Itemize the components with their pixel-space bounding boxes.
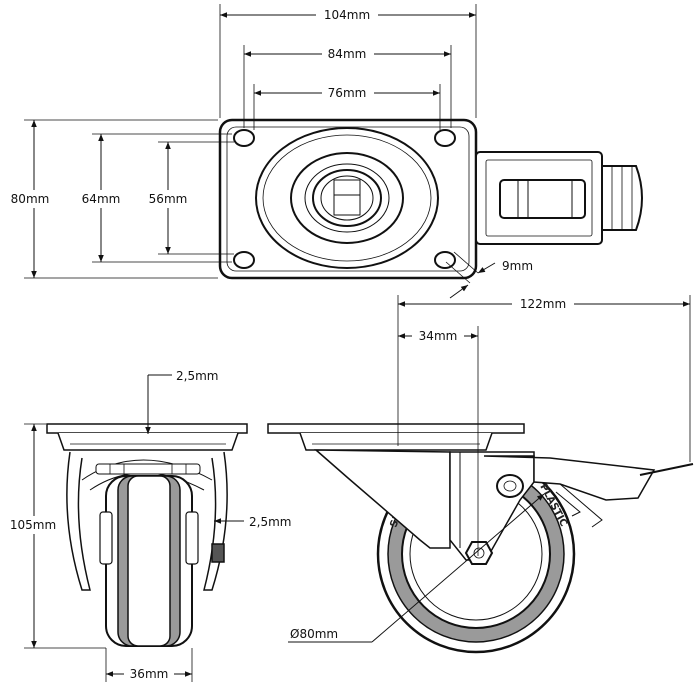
front-view: 2,5mm 2,5mm 105mm 36mm (4, 369, 291, 682)
dim-105: 105mm (10, 518, 56, 532)
dim-84: 84mm (328, 47, 367, 61)
dim-122: 122mm (520, 297, 566, 311)
side-plate (267, 423, 525, 434)
swivel-bearing (255, 127, 439, 269)
dim-76: 76mm (328, 86, 367, 100)
dim-80: 80mm (11, 192, 50, 206)
side-view: SKYE PLASTIC 122mm 34mm (267, 295, 694, 654)
dim-diameter-80: Ø80mm (290, 627, 338, 641)
brake-lever (483, 455, 694, 528)
brake-pedal-top (475, 151, 643, 245)
front-plate (46, 423, 248, 434)
dim-2-5-top: 2,5mm (176, 369, 218, 383)
front-wheel (99, 475, 225, 647)
dim-34: 34mm (419, 329, 458, 343)
dim-2-5-side: 2,5mm (249, 515, 291, 529)
dim-64: 64mm (82, 192, 121, 206)
dim-9: 9mm (502, 259, 533, 273)
dim-104: 104mm (324, 8, 370, 22)
mounting-holes (233, 129, 456, 269)
dim-36: 36mm (130, 667, 169, 681)
side-fork (313, 449, 535, 565)
top-view: 104mm 84mm 76mm 80mm 64mm 56mm 9mm (4, 4, 643, 299)
dim-56: 56mm (149, 192, 188, 206)
